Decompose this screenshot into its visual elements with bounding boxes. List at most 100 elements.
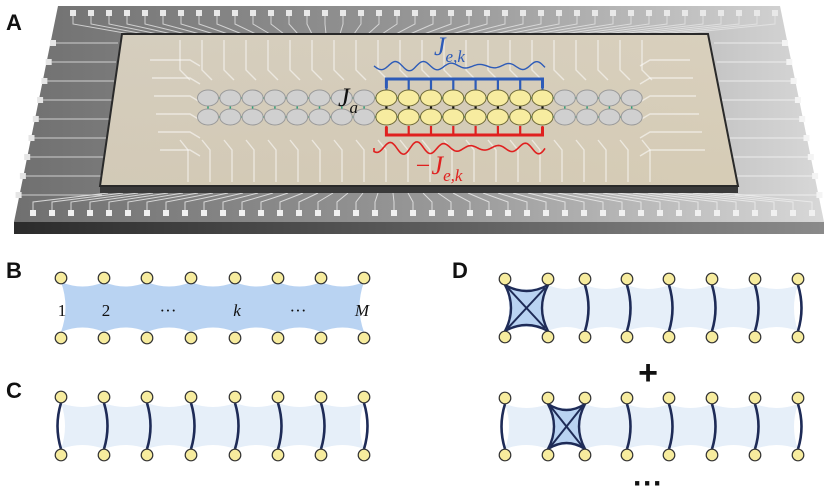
bond-pad — [232, 10, 238, 16]
bond-wire — [497, 192, 528, 210]
qubit — [241, 89, 264, 107]
bond-wire — [339, 16, 344, 35]
dimer-arc — [362, 402, 369, 450]
bond-pad — [41, 78, 48, 84]
chip-trace — [575, 139, 585, 182]
label-j-a: Ja — [338, 83, 358, 117]
dimer-arc — [56, 402, 63, 450]
chip-trace — [597, 40, 609, 81]
site-bottom — [271, 448, 285, 462]
bond-pad — [87, 210, 93, 216]
panel-d-ellipsis: ··· — [633, 467, 663, 498]
chip-trace — [531, 139, 541, 182]
bond-pad — [429, 210, 435, 216]
chip-trace — [223, 40, 235, 81]
chip-trace — [641, 40, 653, 81]
chip-trace — [289, 139, 299, 182]
qubit — [353, 89, 376, 107]
bond-pad — [466, 10, 472, 16]
qubit-ladder — [197, 77, 643, 137]
bond-pad — [391, 210, 397, 216]
panel-c: C — [6, 378, 371, 462]
qubit-highlighted — [509, 89, 532, 107]
site-bottom — [791, 448, 805, 462]
qubit-highlighted — [420, 108, 442, 126]
panel-c-rungs — [54, 390, 371, 462]
bond-wire — [146, 192, 199, 210]
panel-d-band-top — [505, 285, 798, 331]
qubit — [241, 108, 264, 126]
qubit — [219, 89, 242, 107]
bond-pad — [754, 10, 760, 16]
chip-trace — [465, 139, 475, 182]
qubit — [553, 108, 576, 126]
chip-trace — [597, 139, 607, 182]
bond-wire — [374, 192, 379, 210]
bond-pad — [812, 173, 819, 179]
bond-wire — [336, 192, 349, 210]
bond-pad — [286, 10, 292, 16]
bond-wire — [467, 192, 490, 210]
chip-trace — [509, 139, 519, 182]
site-top — [271, 271, 285, 285]
bond-pad — [772, 10, 778, 16]
dimer-arc — [583, 284, 590, 332]
qubit — [263, 89, 286, 107]
bond-pad — [125, 210, 131, 216]
chip-trace — [333, 40, 345, 81]
bond-wire — [577, 16, 650, 35]
chip-trace — [289, 40, 301, 81]
bond-wire — [632, 192, 699, 210]
bond-wire — [234, 16, 257, 35]
qubit — [263, 108, 286, 126]
site-top — [97, 271, 111, 285]
bond-pad — [24, 154, 31, 160]
bond-pad — [410, 210, 416, 216]
chip-trace — [150, 59, 201, 67]
site-top — [662, 391, 676, 405]
site-top — [140, 390, 154, 404]
bond-pad — [322, 10, 328, 16]
chip-trace — [311, 40, 323, 81]
qubit — [553, 89, 576, 107]
site-top — [578, 272, 592, 286]
bond-pad — [372, 210, 378, 216]
bond-wire — [381, 16, 398, 35]
bond-pad — [315, 210, 321, 216]
bond-pad — [782, 40, 788, 46]
bond-wire — [647, 192, 718, 210]
bond-pad — [790, 78, 797, 84]
bond-pad — [520, 10, 526, 16]
chip-trace — [333, 139, 343, 182]
bond-wire — [252, 16, 271, 35]
bond-wire — [692, 192, 775, 210]
chip-trace — [619, 139, 629, 182]
site-bottom — [620, 448, 634, 462]
bond-wire — [677, 192, 756, 210]
bond-wire — [72, 16, 131, 35]
bond-wire — [392, 192, 395, 210]
bond-pad — [448, 210, 454, 216]
site-top — [748, 391, 762, 405]
bond-pad — [505, 210, 511, 216]
bond-wire — [353, 16, 362, 35]
bond-pad — [142, 10, 148, 16]
qubit — [598, 108, 621, 126]
site-top — [705, 272, 719, 286]
bond-wire — [437, 16, 470, 35]
bond-pad — [592, 10, 598, 16]
bond-pad — [619, 210, 625, 216]
site-top — [140, 271, 154, 285]
bond-wire — [507, 16, 560, 35]
chip-trace — [639, 95, 696, 103]
bond-wire — [512, 192, 547, 210]
bond-pad — [196, 10, 202, 16]
bond-wire — [198, 16, 229, 35]
bond-wire — [216, 16, 243, 35]
bond-pad — [803, 135, 810, 141]
bond-wire — [662, 192, 737, 210]
qubit — [330, 108, 353, 126]
panel-a-label: A — [6, 10, 22, 35]
bond-pad — [144, 210, 150, 216]
qubit — [308, 89, 331, 107]
